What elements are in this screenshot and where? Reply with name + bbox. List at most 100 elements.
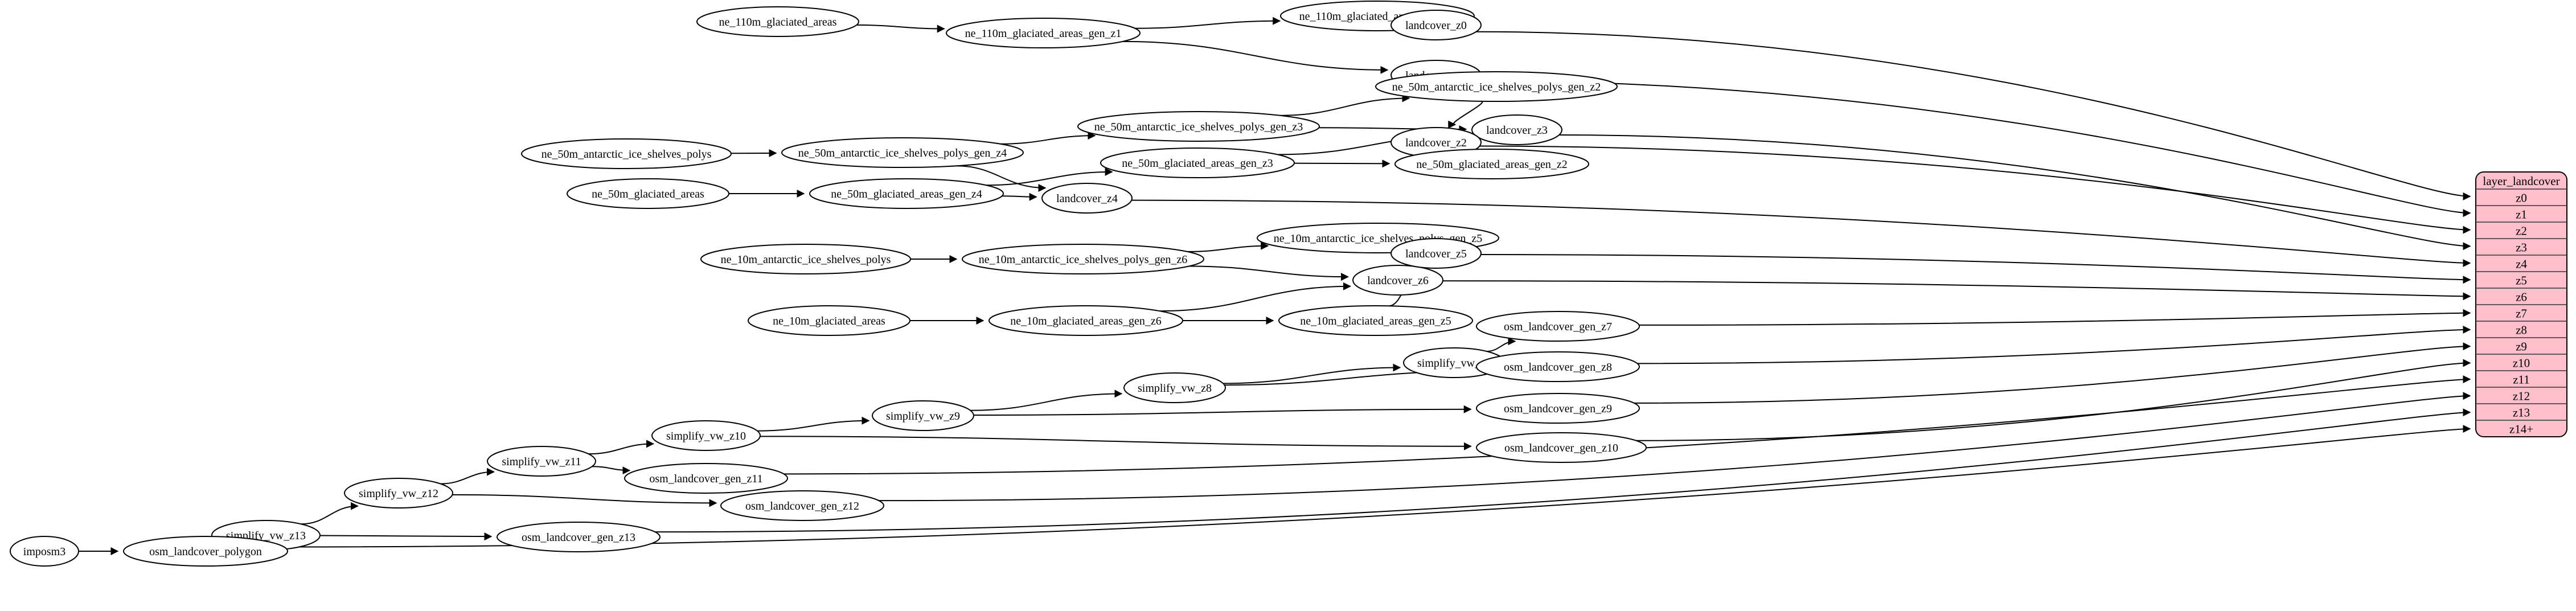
node-ellipse[interactable] bbox=[748, 305, 910, 336]
node-ellipse[interactable] bbox=[962, 244, 1204, 274]
layer-table-title: layer_landcover bbox=[2483, 174, 2559, 188]
graph-node[interactable]: osm_landcover_gen_z12 bbox=[720, 490, 884, 521]
graph-node[interactable]: osm_landcover_gen_z13 bbox=[497, 522, 661, 552]
graph-node[interactable]: ne_10m_glaciated_areas_gen_z5 bbox=[1278, 305, 1473, 336]
layer-table-row[interactable]: z2 bbox=[2476, 222, 2567, 238]
graph-node[interactable]: simplify_vw_z12 bbox=[344, 478, 453, 509]
node-ellipse[interactable] bbox=[781, 137, 1024, 168]
node-ellipse[interactable] bbox=[1123, 372, 1226, 403]
layer-table-row[interactable]: z8 bbox=[2476, 321, 2567, 337]
layer-table-row-label: z9 bbox=[2516, 340, 2527, 354]
layer-table-row[interactable]: z14+ bbox=[2476, 420, 2567, 436]
graph-edge bbox=[1294, 159, 1390, 168]
node-ellipse[interactable] bbox=[1476, 351, 1640, 382]
layer-table-row[interactable]: z5 bbox=[2476, 271, 2567, 288]
graph-edge bbox=[1280, 94, 1410, 116]
graph-edge bbox=[592, 466, 631, 475]
layer-table-row-label: z4 bbox=[2516, 257, 2527, 271]
node-ellipse[interactable] bbox=[809, 178, 1004, 209]
node-ellipse[interactable] bbox=[1476, 311, 1640, 342]
node-ellipse[interactable] bbox=[1041, 183, 1133, 214]
node-ellipse[interactable] bbox=[1390, 238, 1482, 269]
node-ellipse[interactable] bbox=[946, 18, 1141, 48]
node-ellipse[interactable] bbox=[1394, 149, 1589, 179]
layer-table-row[interactable]: z10 bbox=[2476, 354, 2567, 370]
graph-node[interactable]: imposm3 bbox=[10, 536, 79, 567]
graph-node[interactable]: ne_50m_antarctic_ice_shelves_polys_gen_z… bbox=[1077, 111, 1320, 142]
layer-table-row[interactable]: z0 bbox=[2476, 188, 2567, 205]
graph-edge bbox=[1131, 199, 2471, 268]
node-ellipse[interactable] bbox=[651, 420, 761, 451]
graph-node[interactable]: osm_landcover_gen_z11 bbox=[624, 463, 788, 494]
node-ellipse[interactable] bbox=[624, 463, 788, 494]
node-ellipse[interactable] bbox=[1100, 147, 1295, 178]
graph-edge bbox=[856, 24, 945, 33]
node-ellipse[interactable] bbox=[123, 536, 288, 567]
layer-table-row[interactable]: z11 bbox=[2476, 370, 2567, 387]
graph-node[interactable]: landcover_z3 bbox=[1471, 114, 1562, 145]
graph-node[interactable]: simplify_vw_z8 bbox=[1123, 372, 1226, 403]
graph-node[interactable]: ne_10m_glaciated_areas bbox=[748, 305, 910, 336]
node-ellipse[interactable] bbox=[487, 446, 596, 477]
node-ellipse[interactable] bbox=[521, 138, 732, 169]
graph-edge bbox=[1476, 31, 2471, 200]
graph-node[interactable]: ne_110m_glaciated_areas_gen_z1 bbox=[946, 18, 1141, 48]
graph-node[interactable]: ne_50m_glaciated_areas_gen_z2 bbox=[1394, 149, 1589, 179]
layer-table-row[interactable]: z4 bbox=[2476, 255, 2567, 271]
layer-table-row[interactable]: z9 bbox=[2476, 337, 2567, 354]
graph-node[interactable]: landcover_z4 bbox=[1041, 183, 1133, 214]
node-label: ne_50m_glaciated_areas bbox=[592, 188, 704, 200]
graph-node[interactable]: osm_landcover_gen_z10 bbox=[1476, 432, 1647, 463]
graph-node[interactable]: ne_50m_glaciated_areas_gen_z4 bbox=[809, 178, 1004, 209]
node-ellipse[interactable] bbox=[10, 536, 79, 567]
layer-table-row[interactable]: z13 bbox=[2476, 403, 2567, 420]
layer-table-row-label: z7 bbox=[2516, 307, 2527, 321]
graph-node[interactable]: ne_50m_antarctic_ice_shelves_polys bbox=[521, 138, 732, 169]
node-label: ne_50m_glaciated_areas_gen_z2 bbox=[1416, 158, 1567, 171]
graph-node[interactable]: landcover_z0 bbox=[1390, 10, 1482, 40]
graph-node[interactable]: ne_10m_glaciated_areas_gen_z6 bbox=[988, 305, 1183, 336]
graph-node[interactable]: ne_10m_antarctic_ice_shelves_polys_gen_z… bbox=[962, 244, 1204, 274]
graph-node[interactable]: osm_landcover_polygon bbox=[123, 536, 288, 567]
layer-table-row[interactable]: z1 bbox=[2476, 205, 2567, 222]
node-ellipse[interactable] bbox=[1352, 265, 1443, 296]
node-ellipse[interactable] bbox=[1476, 432, 1647, 463]
graph-node[interactable]: ne_50m_antarctic_ice_shelves_polys_gen_z… bbox=[1375, 71, 1618, 102]
layer-table-row[interactable]: z3 bbox=[2476, 238, 2567, 255]
graph-node[interactable]: ne_10m_antarctic_ice_shelves_polys bbox=[700, 244, 911, 274]
node-ellipse[interactable] bbox=[1077, 111, 1320, 142]
graph-node[interactable]: simplify_vw_z9 bbox=[872, 400, 974, 431]
graph-edge bbox=[1480, 254, 2471, 284]
graph-node[interactable]: ne_50m_antarctic_ice_shelves_polys_gen_z… bbox=[781, 137, 1024, 168]
node-ellipse[interactable] bbox=[497, 522, 661, 552]
node-ellipse[interactable] bbox=[1375, 71, 1618, 102]
node-ellipse[interactable] bbox=[344, 478, 453, 509]
node-ellipse[interactable] bbox=[720, 490, 884, 521]
node-ellipse[interactable] bbox=[988, 305, 1183, 336]
node-ellipse[interactable] bbox=[700, 244, 911, 274]
graph-node[interactable]: ne_50m_glaciated_areas bbox=[567, 178, 729, 209]
graph-node[interactable]: ne_110m_glaciated_areas bbox=[696, 6, 859, 37]
node-label: osm_landcover_gen_z11 bbox=[649, 473, 762, 485]
node-label: osm_landcover_polygon bbox=[149, 546, 262, 558]
node-ellipse[interactable] bbox=[567, 178, 729, 209]
graph-node[interactable]: simplify_vw_z11 bbox=[487, 446, 596, 477]
node-ellipse[interactable] bbox=[872, 400, 974, 431]
graph-node[interactable]: osm_landcover_gen_z7 bbox=[1476, 311, 1640, 342]
layer-table-row[interactable]: z12 bbox=[2476, 387, 2567, 403]
node-label: landcover_z4 bbox=[1056, 192, 1118, 205]
node-ellipse[interactable] bbox=[1471, 114, 1562, 145]
graph-node[interactable]: landcover_z6 bbox=[1352, 265, 1443, 296]
node-ellipse[interactable] bbox=[696, 6, 859, 37]
layer-table-row[interactable]: z6 bbox=[2476, 288, 2567, 304]
graph-node[interactable]: landcover_z5 bbox=[1390, 238, 1482, 269]
node-ellipse[interactable] bbox=[1278, 305, 1473, 336]
layer-table-row[interactable]: z7 bbox=[2476, 304, 2567, 321]
layer-table-row-label: z11 bbox=[2513, 373, 2530, 387]
graph-node[interactable]: ne_50m_glaciated_areas_gen_z3 bbox=[1100, 147, 1295, 178]
graph-node[interactable]: simplify_vw_z10 bbox=[651, 420, 761, 451]
graph-node[interactable]: osm_landcover_gen_z8 bbox=[1476, 351, 1640, 382]
node-ellipse[interactable] bbox=[1476, 393, 1640, 424]
graph-node[interactable]: osm_landcover_gen_z9 bbox=[1476, 393, 1640, 424]
node-ellipse[interactable] bbox=[1390, 10, 1482, 40]
